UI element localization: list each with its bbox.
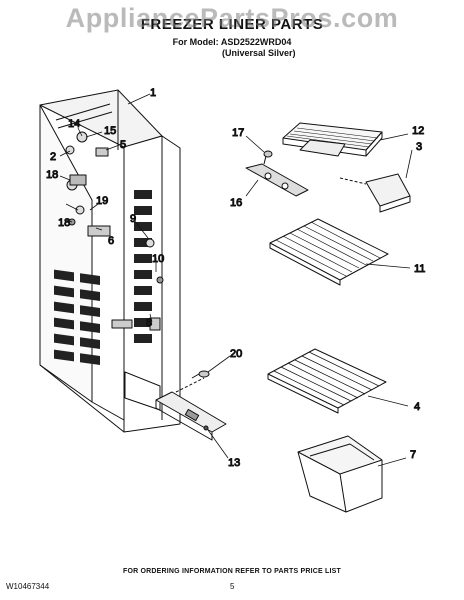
control-hardware xyxy=(65,131,164,331)
callout-7: 7 xyxy=(410,449,416,461)
upper-shelf xyxy=(282,122,383,157)
callout-17: 17 xyxy=(232,127,244,139)
wire-shelf-4 xyxy=(267,348,387,414)
callout-3: 3 xyxy=(416,141,422,153)
callout-5: 5 xyxy=(120,139,126,151)
leader-lines xyxy=(59,93,413,467)
page-number: 5 xyxy=(230,582,235,591)
callout-11: 11 xyxy=(414,263,425,275)
document-id: W10467344 xyxy=(6,582,50,591)
crisper-cover xyxy=(339,173,411,213)
callout-14: 14 xyxy=(68,118,80,130)
model-variant: (Universal Silver) xyxy=(222,48,296,58)
callout-1: 1 xyxy=(150,87,156,99)
callout-8: 8 xyxy=(146,317,152,329)
screw-20 xyxy=(191,370,210,379)
freezer-liner xyxy=(39,89,181,433)
callout-18: 18 xyxy=(58,217,70,229)
callout-13: 13 xyxy=(228,457,240,469)
wire-shelf-11 xyxy=(269,218,389,286)
callout-16: 16 xyxy=(230,197,242,209)
page-title: FREEZER LINER PARTS xyxy=(140,16,324,33)
screw-17 xyxy=(263,150,273,165)
callout-18-top: 18 xyxy=(46,169,58,181)
ordering-note: FOR ORDERING INFORMATION REFER TO PARTS … xyxy=(122,568,342,575)
freezer-bin xyxy=(297,435,383,513)
callout-19: 19 xyxy=(96,195,108,207)
callout-10: 10 xyxy=(152,253,164,265)
callout-4: 4 xyxy=(414,401,420,413)
callout-2: 2 xyxy=(50,151,56,163)
callout-12: 12 xyxy=(412,125,424,137)
callout-9: 9 xyxy=(130,213,136,225)
callout-20: 20 xyxy=(230,348,242,360)
shelf-bracket xyxy=(245,163,309,197)
callout-6: 6 xyxy=(108,235,114,247)
callout-15: 15 xyxy=(104,125,116,137)
watermark: AppliancePartsPros.com xyxy=(65,3,399,33)
model-line: For Model: ASD2522WRD04 xyxy=(172,37,292,47)
